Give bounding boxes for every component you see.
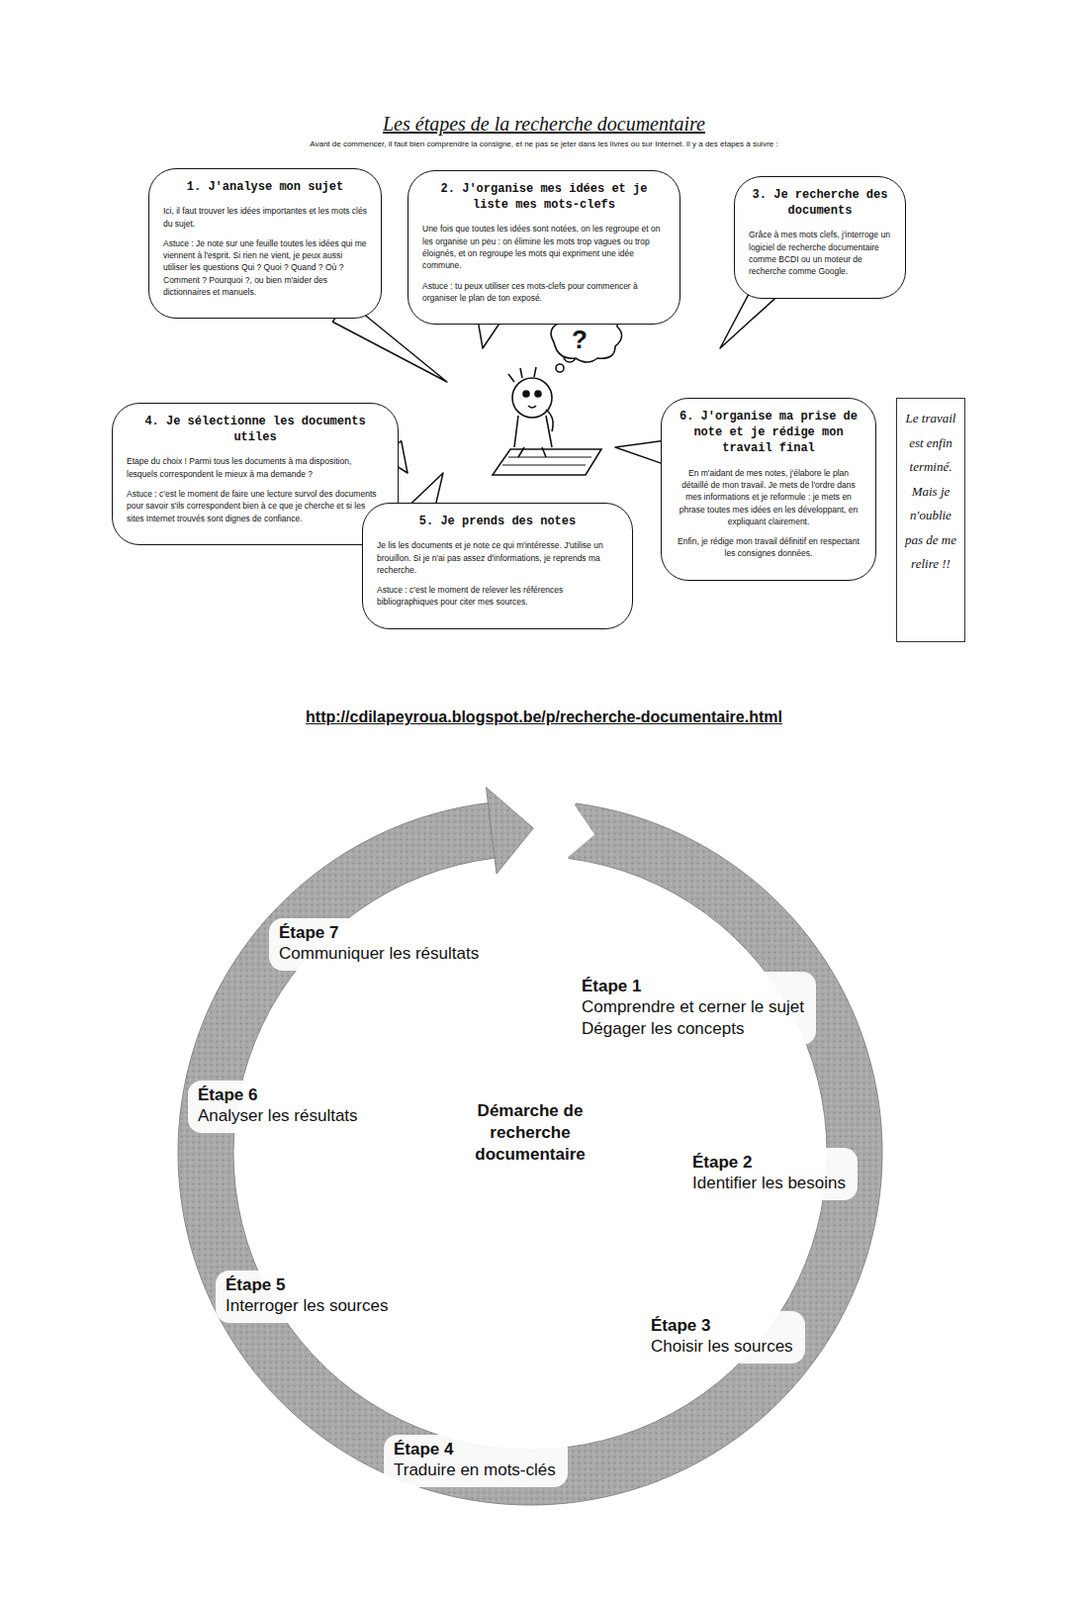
step-box: Étape 7Communiquer les résultats xyxy=(269,917,491,971)
node-text: Le travail est enfin terminé. Mais je n'… xyxy=(900,406,962,577)
step-box: Étape 4Traduire en mots-clés xyxy=(383,1434,568,1487)
speech-bubble: 5. Je prends des notes Je lis les documen… xyxy=(362,502,634,630)
intro-note: Avant de commencer, il faut bien compren… xyxy=(148,139,940,149)
speech-bubble: 3. Je recherche des documentsGrâce à mes… xyxy=(733,176,907,299)
step-box: Étape 5Interroger les sources xyxy=(215,1269,400,1323)
node-text: Interroger les sources xyxy=(225,1294,388,1316)
node-text: Etape du choix ! Parmi tous les document… xyxy=(126,454,384,480)
question-mark: ? xyxy=(563,326,596,353)
node-text: Astuce : c'est le moment de relever les … xyxy=(376,583,619,609)
node-heading: Étape 7 xyxy=(278,922,479,943)
node-heading: Étape 5 xyxy=(225,1274,388,1295)
node-text: Dégager les concepts xyxy=(581,1017,805,1039)
node-text: Analyser les résultats xyxy=(197,1104,359,1126)
node-heading: Étape 3 xyxy=(650,1315,794,1336)
node-heading: 5. Je prends des notes xyxy=(376,513,619,530)
speech-bubble: 1. J'analyse mon sujetIci, il faut trouv… xyxy=(148,168,382,319)
node-heading: 1. J'analyse mon sujet xyxy=(163,179,367,195)
page-title: Les étapes de la recherche documentaire xyxy=(0,112,1088,136)
note-box: Le travail est enfin terminé. Mais je n'… xyxy=(896,397,966,642)
node-text: Communiquer les résultats xyxy=(278,942,479,964)
step-box: Étape 3Choisir les sources xyxy=(640,1310,806,1363)
node-heading: Étape 2 xyxy=(692,1152,846,1173)
node-text: Une fois que toutes les idées sont notée… xyxy=(422,222,666,272)
node-text: Identifier les besoins xyxy=(692,1172,846,1193)
node-text: Comprendre et cerner le sujet xyxy=(581,996,805,1017)
node-text: Astuce : c'est le moment de faire une le… xyxy=(126,487,384,525)
cycle-center-label: Démarche de recherche documentaire xyxy=(460,1099,600,1166)
node-text: Choisir les sources xyxy=(650,1335,794,1357)
node-heading: 2. J'organise mes idées et je liste mes … xyxy=(422,181,666,213)
node-heading: Étape 4 xyxy=(393,1439,556,1459)
speech-bubble: 6. J'organise ma prise de note et je réd… xyxy=(660,397,877,581)
node-text: Astuce : Je note sur une feuille toutes … xyxy=(163,237,367,299)
step-box: Étape 1Comprendre et cerner le sujetDéga… xyxy=(571,971,816,1045)
node-heading: 6. J'organise ma prise de note et je réd… xyxy=(675,408,862,457)
step-box: Étape 2Identifier les besoins xyxy=(682,1147,858,1200)
speech-bubble: 2. J'organise mes idées et je liste mes … xyxy=(407,170,681,325)
node-heading: 4. Je sélectionne les documents utiles xyxy=(126,413,384,446)
step-box: Étape 6Analyser les résultats xyxy=(187,1080,370,1133)
thinking-child xyxy=(492,307,623,475)
node-heading: Étape 6 xyxy=(197,1085,359,1105)
ring-band xyxy=(178,803,883,1505)
node-text: En m'aidant de mes notes, j'élabore le p… xyxy=(675,466,862,529)
node-text: Ici, il faut trouver les idées important… xyxy=(163,204,367,230)
node-text: Traduire en mots-clés xyxy=(393,1458,556,1480)
ring-arrowhead xyxy=(485,787,534,874)
node-heading: 3. Je recherche des documents xyxy=(748,186,892,219)
node-text: Enfin, je rédige mon travail définitif e… xyxy=(675,535,862,560)
node-text: Grâce à mes mots clefs, j'interroge un l… xyxy=(748,228,892,277)
cycle-ring xyxy=(178,787,883,1505)
speech-bubble: 4. Je sélectionne les documents utilesEt… xyxy=(111,402,399,545)
node-text: Astuce : tu peux utiliser ces mots-clefs… xyxy=(422,279,666,305)
source-url: http://cdilapeyroua.blogspot.be/p/recher… xyxy=(148,708,940,726)
node-text: Je lis les documents et je note ce qui m… xyxy=(376,539,619,576)
node-heading: Étape 1 xyxy=(581,976,805,997)
ring-notch xyxy=(565,802,595,860)
